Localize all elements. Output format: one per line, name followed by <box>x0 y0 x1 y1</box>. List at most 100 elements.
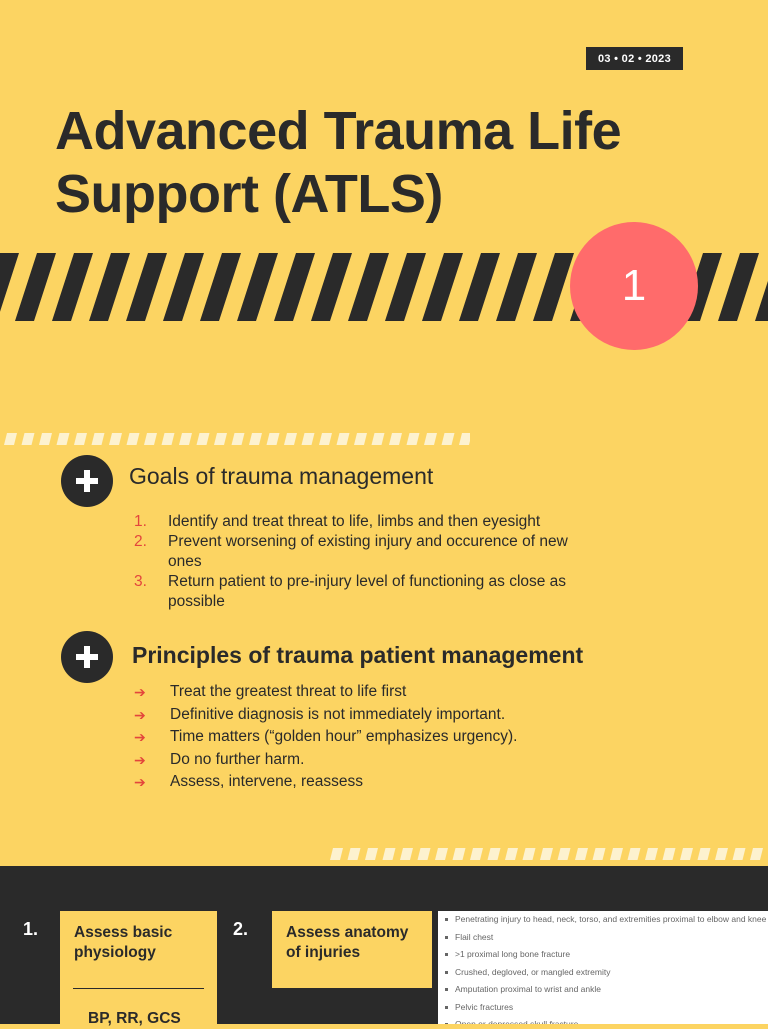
dash <box>4 433 17 445</box>
step-card-title: Assess anatomy of injuries <box>286 923 408 963</box>
title-line-1: Advanced Trauma Life <box>55 101 622 161</box>
list-item: ➔Treat the greatest threat to life first <box>134 682 517 705</box>
stripe <box>256 253 296 321</box>
dash <box>365 848 378 860</box>
dash <box>459 433 470 445</box>
dash <box>196 433 210 445</box>
dash <box>470 848 483 860</box>
dash <box>575 848 588 860</box>
dash <box>505 848 518 860</box>
list-item: ➔ Do no further harm. <box>134 750 517 773</box>
step-card-title: Assess basic physiology <box>74 923 172 963</box>
arrow-icon: ➔ <box>134 774 146 790</box>
step-number: 2. <box>233 919 249 939</box>
step-card-subtitle: BP, RR, GCS <box>88 1010 181 1027</box>
dash <box>109 433 122 445</box>
stripe <box>367 253 407 321</box>
date-badge: 03 • 02 • 2023 <box>586 47 683 70</box>
dash <box>249 433 262 445</box>
list-item: ➔ Definitive diagnosis is not immediately… <box>134 705 517 728</box>
list-item-text: Do no further harm. <box>170 750 305 768</box>
list-item: >1 proximal long bone fracture <box>438 946 768 964</box>
list-item-text: Time matters (“golden hour” emphasizes u… <box>170 728 518 745</box>
dash <box>214 433 227 445</box>
dash <box>354 433 367 445</box>
dash <box>330 848 343 860</box>
dash <box>382 848 396 860</box>
dash <box>522 848 536 860</box>
dash <box>371 433 385 445</box>
list-item: 1. Identify and treat threat to life, lim… <box>134 512 594 532</box>
list-item-text: Assess, intervene, reassess <box>170 773 363 790</box>
list-item: Flail chest <box>438 929 768 947</box>
list-number: 1. <box>134 513 147 530</box>
stripe <box>478 253 518 321</box>
list-item: Open or depressed skull fracture <box>438 1016 768 1024</box>
stripe <box>293 253 333 321</box>
dash <box>610 848 623 860</box>
step-card-title-line: Assess anatomy <box>286 924 409 941</box>
list-item: Penetrating injury to head, neck, torso,… <box>438 911 768 929</box>
step-card-anatomy: Assess anatomy of injuries <box>272 911 432 988</box>
stripe <box>441 253 481 321</box>
stripe <box>737 253 768 321</box>
dash <box>389 433 402 445</box>
list-item: 2.Prevent worsening of existing injury a… <box>134 532 594 572</box>
dash <box>347 848 361 860</box>
list-number: 3. <box>134 573 147 590</box>
dash <box>452 848 466 860</box>
dash <box>697 848 711 860</box>
stripe <box>515 253 555 321</box>
list-item-text: Identify and treat threat to life, limbs… <box>168 513 541 530</box>
dash <box>627 848 641 860</box>
dashed-divider-top <box>4 433 470 445</box>
list-item-text: Definitive diagnosis is not immediately … <box>170 705 506 723</box>
page-title: Advanced Trauma Life Support (ATLS) <box>55 100 622 226</box>
stripe <box>34 253 74 321</box>
list-item: ➔Time matters (“golden hour” emphasizes … <box>134 727 517 750</box>
dash <box>39 433 52 445</box>
dash <box>144 433 157 445</box>
step-card-title-line: Assess basic <box>74 924 173 941</box>
list-item: Crushed, degloved, or mangled extremity <box>438 964 768 982</box>
dashed-divider-bottom <box>330 848 763 860</box>
dash <box>424 433 437 445</box>
dash <box>557 848 571 860</box>
stripe <box>182 253 222 321</box>
dash <box>266 433 280 445</box>
dash <box>406 433 420 445</box>
step-card-title-line: of injuries <box>286 944 361 961</box>
list-item-text: Return patient to pre-injury level of fu… <box>168 573 567 610</box>
dash <box>91 433 105 445</box>
dash <box>435 848 448 860</box>
arrow-icon: ➔ <box>134 751 146 768</box>
dash <box>179 433 192 445</box>
slide-number-badge: 1 <box>570 222 698 350</box>
stripe <box>71 253 111 321</box>
dash <box>487 848 501 860</box>
dash <box>540 848 553 860</box>
list-item-text: Prevent worsening of existing injury and… <box>168 533 568 570</box>
arrow-icon: ➔ <box>134 684 146 700</box>
arrow-icon: ➔ <box>134 706 146 723</box>
dash <box>441 433 455 445</box>
stripe <box>108 253 148 321</box>
step-card-physiology: Assess basic physiology BP, RR, GCS <box>60 911 217 1027</box>
dash <box>645 848 658 860</box>
goals-heading: Goals of trauma management <box>129 463 434 489</box>
list-item: Amputation proximal to wrist and ankle <box>438 981 768 999</box>
list-item: ➔ Assess, intervene, reassess <box>134 772 517 795</box>
dash <box>680 848 693 860</box>
step-card-title-line: physiology <box>74 944 156 961</box>
principles-heading: Principles of trauma patient management <box>132 642 584 668</box>
goals-list: 1. Identify and treat threat to life, lim… <box>134 512 594 612</box>
dash <box>417 848 431 860</box>
dash <box>750 848 763 860</box>
plus-icon <box>61 631 113 683</box>
list-item: 3. Return patient to pre-injury level of … <box>134 572 594 612</box>
dash <box>21 433 35 445</box>
dash <box>336 433 350 445</box>
dash <box>319 433 332 445</box>
card-divider <box>73 988 204 989</box>
dash <box>231 433 245 445</box>
